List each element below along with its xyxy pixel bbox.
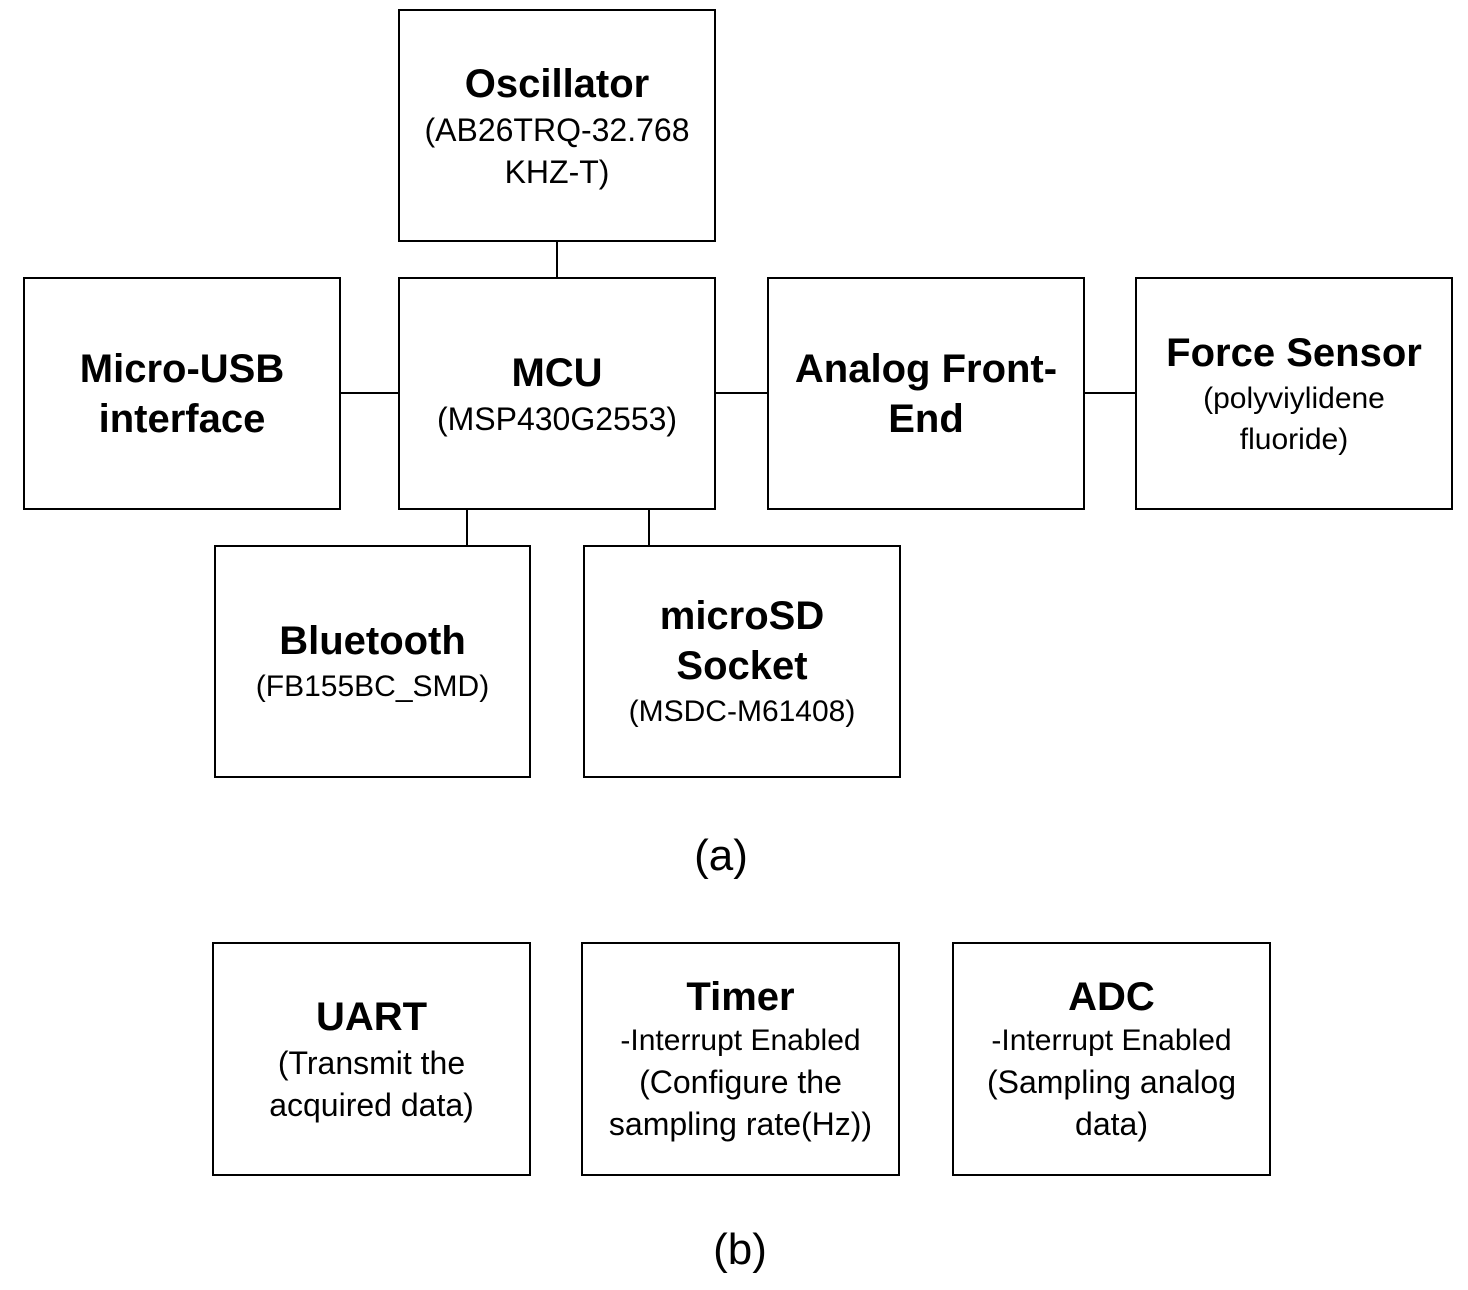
oscillator-title: Oscillator (464, 61, 650, 106)
adc-detail: (Sampling analog data) (986, 1063, 1237, 1142)
uart-detail: (Transmit the acquired data) (269, 1045, 474, 1123)
mcu-title: MCU (511, 350, 603, 395)
caption-b: (b) (713, 1225, 767, 1274)
microsd-detail: (MSDC-M61408) (628, 695, 856, 728)
timer-title: Timer (686, 974, 795, 1019)
timer-detail: (Configure the sampling rate(Hz)) (608, 1063, 873, 1142)
bluetooth-title: Bluetooth (279, 619, 466, 663)
force-sensor-detail: (polyviylidene fluoride) (1203, 381, 1385, 456)
micro-usb-title: Micro-USB interface (79, 346, 285, 441)
timer-note: -Interrupt Enabled (620, 1023, 861, 1057)
uart-title: UART (315, 995, 428, 1039)
uart-block: UART (Transmit the acquired data) (212, 942, 531, 1176)
bluetooth-detail: (FB155BC_SMD) (255, 670, 490, 703)
timer-block: Timer -Interrupt Enabled (Configure the … (581, 942, 900, 1176)
force-sensor-title: Force Sensor (1166, 330, 1422, 375)
mcu-detail: (MSP430G2553) (436, 400, 678, 437)
microsd-title: microSD Socket (659, 594, 825, 688)
caption-a: (a) (694, 831, 748, 880)
microsd-block: microSD Socket (MSDC-M61408) (583, 545, 901, 778)
analog-front-end-block: Analog Front-End (767, 277, 1085, 510)
adc-note: -Interrupt Enabled (991, 1023, 1232, 1057)
adc-block: ADC -Interrupt Enabled (Sampling analog … (952, 942, 1271, 1176)
micro-usb-block: Micro-USB interface (23, 277, 341, 510)
adc-title: ADC (1068, 974, 1155, 1019)
analog-front-end-title: Analog Front-End (794, 346, 1058, 441)
force-sensor-block: Force Sensor (polyviylidene fluoride) (1135, 277, 1453, 510)
bluetooth-block: Bluetooth (FB155BC_SMD) (214, 545, 531, 778)
oscillator-block: Oscillator (AB26TRQ-32.768 KHZ-T) (398, 9, 716, 242)
oscillator-detail: (AB26TRQ-32.768 KHZ-T) (424, 111, 690, 190)
mcu-block: MCU (MSP430G2553) (398, 277, 716, 510)
